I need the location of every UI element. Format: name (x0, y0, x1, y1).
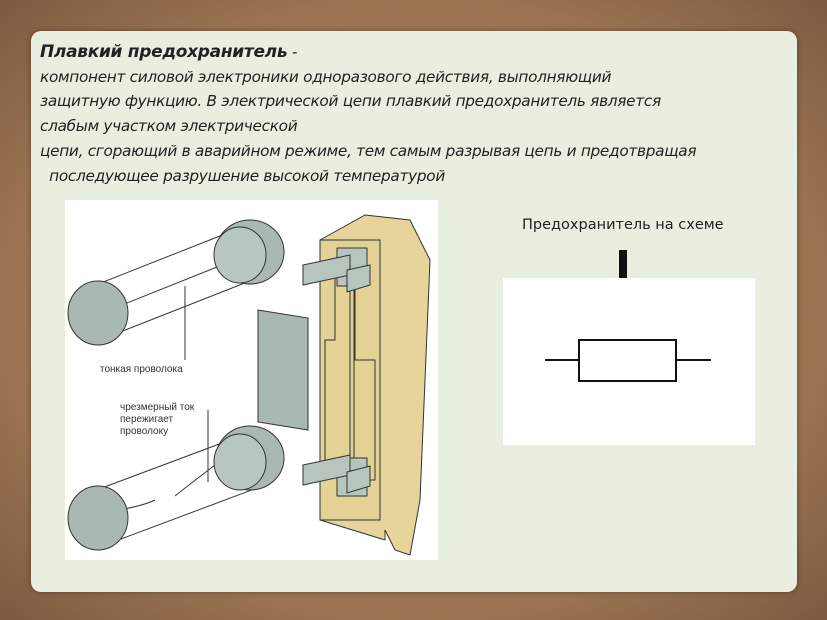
fuse-illustration: тонкая проволока чрезмерный ток пережига… (65, 200, 438, 560)
body-line: компонент силовой электроники одноразово… (40, 67, 612, 86)
slide-title: Плавкий предохранитель (40, 42, 288, 62)
body-line: защитную функцию. В электрической цепи п… (40, 92, 661, 111)
schematic-caption: Предохранитель на схеме (522, 217, 724, 233)
slide-text: Плавкий предохранитель - компонент силов… (40, 40, 790, 188)
label-overcurrent-2: пережигает (120, 414, 173, 425)
body-line: цепи, сгорающий в аварийном режиме, тем … (40, 141, 697, 160)
label-overcurrent-3: проволоку (120, 426, 168, 437)
body-line: последующее разрушение высокой температу… (40, 166, 445, 185)
body-line: слабым участком электрической (40, 117, 298, 136)
label-thin-wire: тонкая проволока (100, 364, 183, 375)
fuse-schematic-symbol (503, 278, 755, 445)
label-overcurrent-1: чрезмерный ток (120, 402, 195, 413)
title-dash: - (287, 43, 298, 61)
